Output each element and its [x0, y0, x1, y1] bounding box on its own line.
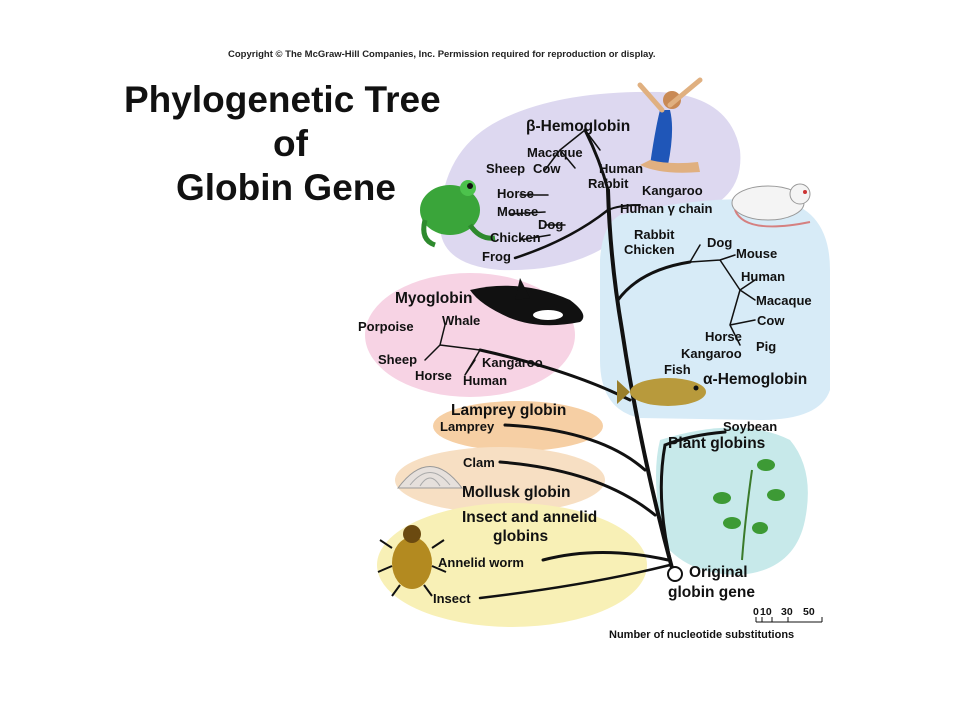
leaf-alpha-cow: Cow — [757, 313, 785, 328]
lamprey-branch — [503, 423, 647, 472]
scale-tick-30: 30 — [781, 606, 793, 618]
beta-sub-branch — [509, 129, 601, 241]
origin-label-1: Original — [689, 564, 748, 581]
beta-stem-branch — [583, 128, 610, 192]
leaf-beta-horse: Horse — [497, 186, 534, 201]
orca-whale-illustration — [470, 278, 584, 326]
myoglobin-sub-branch — [424, 324, 481, 376]
leaf-beta-human: Human — [599, 161, 644, 176]
frog-illustration — [420, 180, 496, 248]
clam-shell-illustration — [397, 466, 463, 489]
plant-globins-label: Plant globins — [668, 435, 766, 452]
leaf-beta-kangaroo: Kangaroo — [642, 183, 703, 198]
leaf-beta-cow: Cow — [533, 161, 561, 176]
insect-region — [377, 503, 647, 627]
leaf-beta-macaque: Macaque — [527, 145, 583, 160]
beta-hemoglobin-label: β-Hemoglobin — [526, 118, 631, 135]
swimmer-figure-illustration — [637, 77, 703, 173]
origin-node — [667, 566, 683, 582]
leaf-beta-dog: Dog — [538, 217, 564, 232]
leaf-alpha-kangaroo: Kangaroo — [681, 346, 742, 361]
insect-branch — [541, 551, 670, 562]
leaf-lamprey: Lamprey — [440, 419, 495, 434]
leaf-alpha-dog: Dog — [707, 235, 733, 250]
beetle-illustration — [377, 525, 447, 597]
leaf-alpha-horse: Horse — [705, 329, 742, 344]
leaf-beta-rabbit: Rabbit — [588, 176, 629, 191]
leaf-beta-chicken: Chicken — [490, 230, 541, 245]
alpha-branch — [616, 260, 692, 302]
gamma-branch — [607, 204, 641, 211]
leaf-beta-mouse: Mouse — [497, 204, 539, 219]
leaf-alpha-rabbit: Rabbit — [634, 227, 675, 242]
origin-label-2: globin gene — [668, 584, 755, 601]
alpha-sub-branch — [689, 244, 756, 346]
leaf-alpha-chicken: Chicken — [624, 242, 675, 257]
leaf-alpha-human: Human — [741, 269, 786, 284]
white-mouse-illustration — [731, 183, 811, 228]
scale-tick-0: 0 — [753, 606, 759, 618]
leaf-myo-horse: Horse — [415, 368, 452, 383]
insect-leaf-branch — [478, 563, 672, 600]
leaf-myo-whale: Whale — [442, 313, 481, 328]
leaf-alpha-pig: Pig — [756, 339, 777, 354]
insect-annelid-label-2: globins — [493, 528, 549, 545]
insect-annelid-label-1: Insect and annelid — [462, 509, 598, 526]
mollusk-globin-label: Mollusk globin — [462, 484, 571, 501]
scale-tick-10: 10 — [760, 606, 772, 618]
title-line-3: Globin Gene — [176, 167, 396, 208]
scale-label: Number of nucleotide substitutions — [609, 629, 795, 641]
leaf-soybean: Soybean — [723, 419, 778, 434]
copyright-notice: Copyright © The McGraw-Hill Companies, I… — [228, 49, 656, 60]
leaf-annelid-worm: Annelid worm — [438, 555, 524, 570]
soybean-plant-illustration — [713, 459, 785, 561]
leaf-myo-kangaroo: Kangaroo — [482, 355, 543, 370]
leaf-myo-sheep: Sheep — [378, 352, 418, 367]
scale-tick-50: 50 — [803, 606, 815, 618]
mollusk-region — [395, 447, 605, 513]
plant-branch — [659, 430, 727, 570]
leaf-beta-sheep: Sheep — [486, 161, 526, 176]
leaf-alpha-mouse: Mouse — [736, 246, 778, 261]
alpha-hemoglobin-region — [600, 199, 830, 420]
title-line-1: Phylogenetic Tree — [124, 79, 441, 120]
leaf-insect: Insect — [433, 591, 471, 606]
leaf-myo-porpoise: Porpoise — [358, 319, 414, 334]
leaf-beta-human-gamma: Human γ chain — [620, 201, 713, 216]
myoglobin-branch — [478, 348, 632, 402]
scale-bar — [755, 617, 823, 623]
fish-illustration — [617, 378, 706, 406]
leaf-alpha-macaque: Macaque — [756, 293, 812, 308]
trunk-branch — [606, 188, 674, 570]
leaf-beta-frog: Frog — [482, 249, 511, 264]
alpha-hemoglobin-label: α-Hemoglobin — [703, 371, 808, 388]
lamprey-globin-label: Lamprey globin — [451, 402, 567, 419]
leaf-myo-human: Human — [463, 373, 508, 388]
leaf-alpha-fish: Fish — [664, 362, 691, 377]
leaf-clam: Clam — [463, 455, 495, 470]
myoglobin-label: Myoglobin — [395, 290, 473, 307]
mollusk-branch — [498, 460, 657, 517]
beta-branch — [513, 208, 610, 260]
title-line-2: of — [273, 123, 308, 164]
tree-branches — [424, 128, 756, 600]
